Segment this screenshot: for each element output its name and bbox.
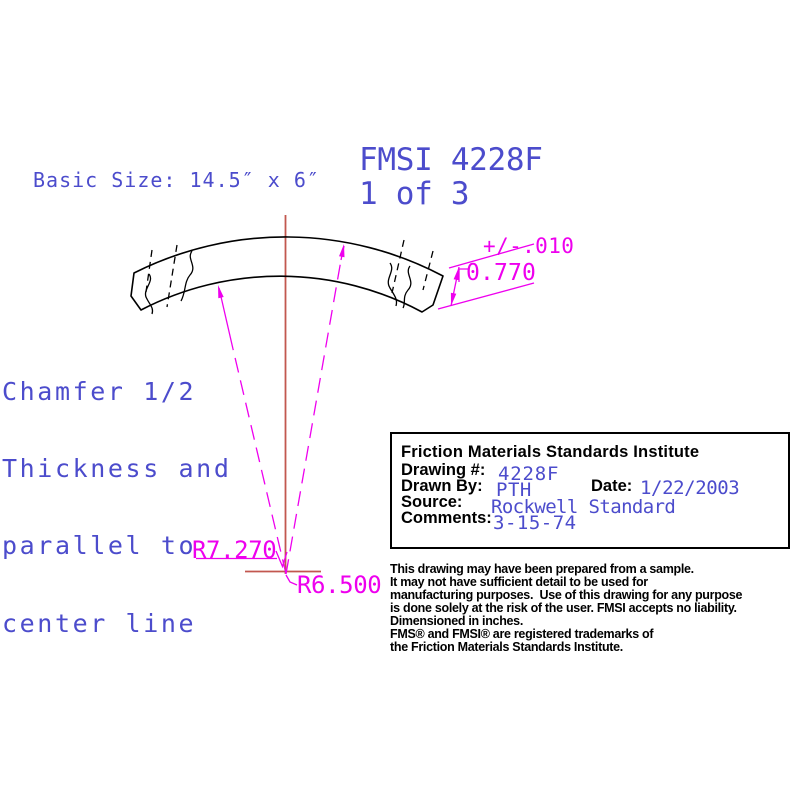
- brake-lining-outline: [130, 236, 444, 313]
- chamfer-note-line-2: Thickness and: [2, 453, 232, 483]
- tolerance-label: +/-.010: [483, 234, 575, 258]
- title-block: [390, 432, 790, 549]
- outer-radius-leader: [196, 550, 288, 569]
- left-chamfer-marks: [144, 244, 194, 315]
- source-value: Rockwell Standard: [491, 496, 676, 518]
- date-label: Date:: [591, 477, 633, 495]
- inner-radius-dimension-line: [218, 285, 287, 575]
- drawing-number-value: 4228F: [498, 463, 560, 485]
- disclaimer-line-5: Dimensioned in inches.: [390, 614, 524, 628]
- drawn-by-value: PTH: [496, 479, 532, 501]
- disclaimer-line-7: the Friction Materials Standards Institu…: [390, 640, 623, 654]
- right-chamfer-marks: [387, 239, 434, 309]
- thickness-dimension-label: 0.770: [466, 260, 536, 286]
- disclaimer-line-3: manufacturing purposes. Use of this draw…: [390, 588, 743, 602]
- outer-radius-label: R7.270: [192, 536, 277, 564]
- chamfer-note: Chamfer 1/2 Thickness and parallel to ce…: [2, 327, 231, 688]
- basic-size-label: Basic Size: 14.5″ x 6″: [33, 168, 320, 192]
- chamfer-note-line-4: center line: [2, 608, 197, 638]
- inner-radius-label: R6.500: [297, 571, 382, 599]
- chamfer-note-line-3: parallel to: [2, 531, 197, 561]
- institute-name: Friction Materials Standards Institute: [401, 443, 700, 461]
- disclaimer: This drawing may have been prepared from…: [390, 563, 742, 654]
- disclaimer-line-2: It may not have sufficient detail to be …: [390, 575, 648, 589]
- disclaimer-line-6: FMS® and FMSI® are registered trademarks…: [390, 627, 654, 641]
- thickness-dimension-lines: [437, 243, 535, 310]
- disclaimer-line-1: This drawing may have been prepared from…: [390, 562, 694, 576]
- disclaimer-line-4: is done solely at the risk of the user. …: [390, 601, 737, 615]
- outer-radius-dimension-line: [285, 244, 345, 575]
- drawing-number-label: Drawing #:: [401, 461, 486, 479]
- inner-radius-leader: [285, 574, 298, 586]
- sheet-number: 1 of 3: [359, 176, 470, 212]
- comments-label: Comments:: [401, 509, 492, 527]
- comments-value: 3-15-74: [493, 512, 577, 534]
- drawing-title: FMSI 4228F: [359, 142, 543, 178]
- source-label: Source:: [401, 493, 463, 511]
- date-value: 1/22/2003: [640, 477, 740, 499]
- chamfer-note-line-1: Chamfer 1/2: [2, 376, 197, 406]
- drawn-by-label: Drawn By:: [401, 477, 483, 495]
